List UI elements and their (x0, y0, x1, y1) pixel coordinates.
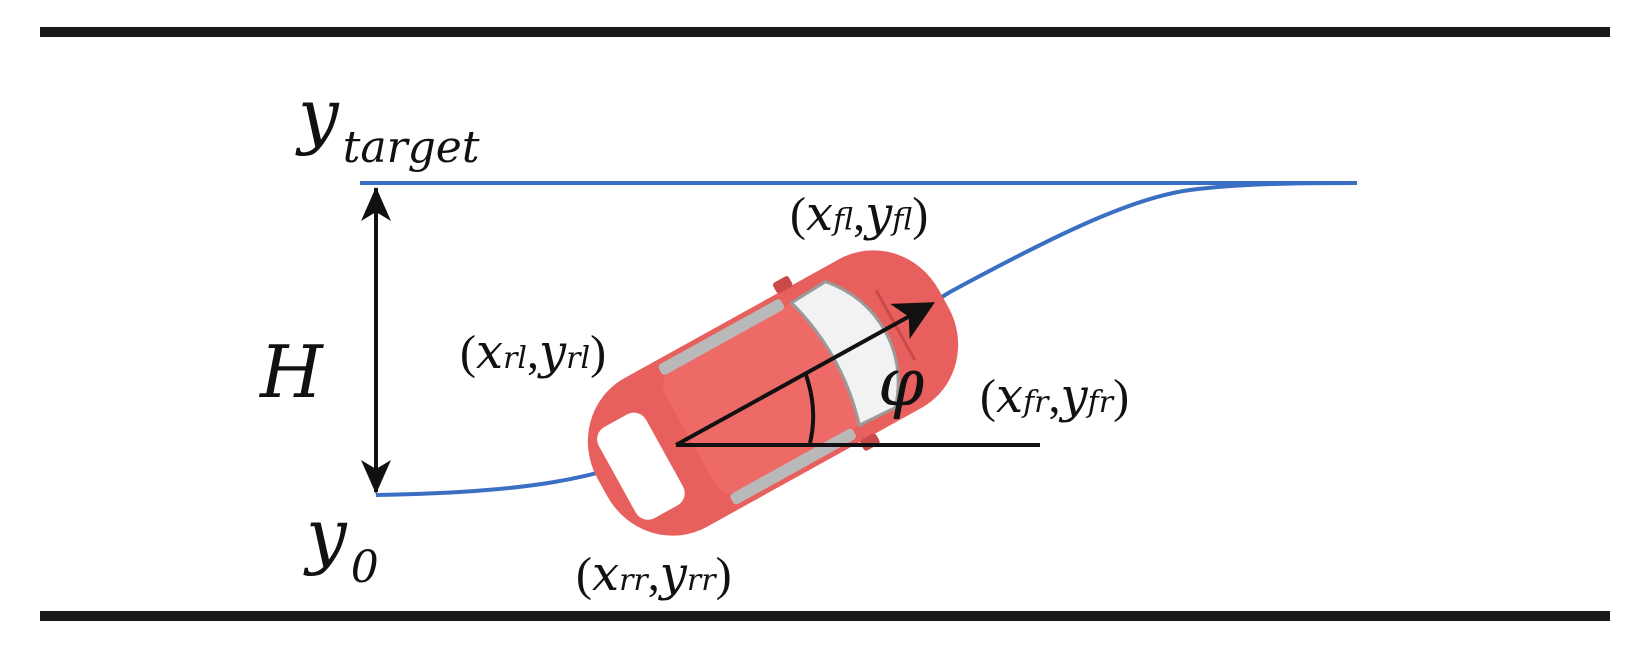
front-left-corner-label: (xfl,yfl) (790, 186, 928, 242)
heading-vector (675, 302, 936, 447)
y-zero-base: y (303, 493, 348, 577)
road-bottom-edge (40, 611, 1610, 621)
car-mirror-left (773, 276, 793, 294)
y-target-label: ytarget (295, 73, 480, 173)
y-target-sub: target (343, 122, 480, 173)
heading-angle-arc (804, 374, 816, 444)
y-zero-sub: 0 (351, 542, 379, 593)
car-side-window-right (730, 428, 856, 505)
heading-angle-label: φ (878, 344, 924, 421)
y-target-base: y (295, 73, 340, 157)
rear-left-corner-label: (xrl,yrl) (460, 324, 606, 380)
car-rear-window (597, 412, 685, 520)
road-top-edge (40, 27, 1610, 37)
front-right-corner-label: (xfr,yfr) (980, 368, 1129, 424)
height-label: H (258, 330, 324, 414)
car-side-window-left (658, 299, 785, 375)
rear-right-corner-label: (xrr,yrr) (576, 546, 732, 602)
height-arrow-head-top (361, 187, 391, 221)
height-arrow-head-bottom (361, 460, 391, 494)
y-zero-label: y0 (303, 493, 379, 593)
